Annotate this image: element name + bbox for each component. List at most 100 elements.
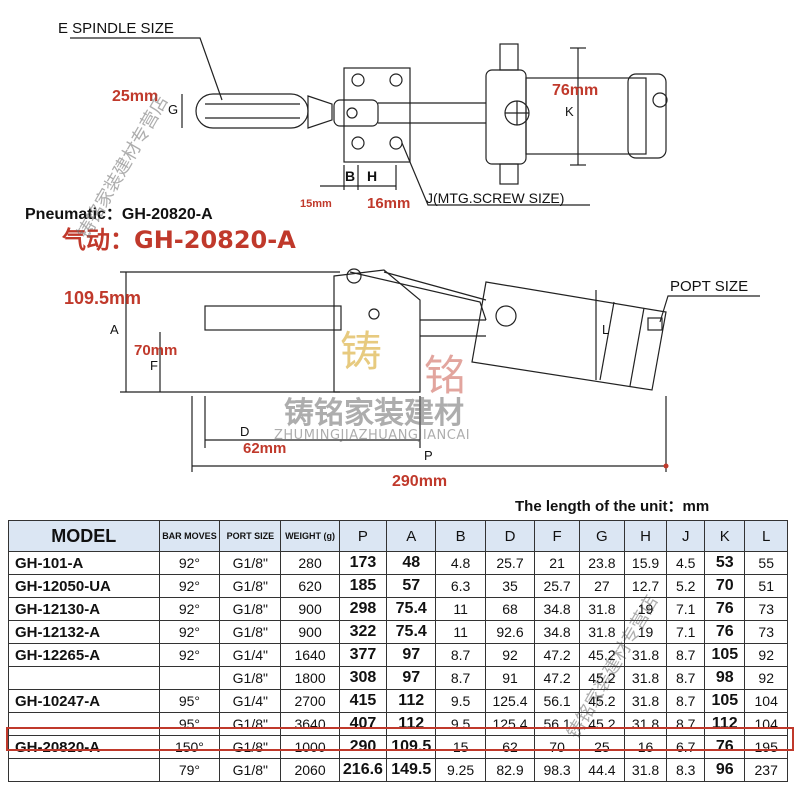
table-cell: 2700 [280, 689, 340, 713]
table-cell: 216.6 [338, 758, 388, 782]
table-cell: 308 [338, 666, 388, 690]
table-cell: 97 [386, 666, 437, 690]
table-cell: 125.4 [484, 689, 536, 713]
table-cell: 31.8 [623, 666, 668, 690]
table-cell: 31.8 [578, 620, 625, 644]
table-cell: 8.7 [435, 643, 486, 667]
highlight-row-frame [6, 727, 794, 751]
chinese-title: 气动：GH-20820-A [62, 226, 296, 254]
table-cell: 298 [338, 597, 388, 621]
dim-h-value: 16mm [367, 195, 411, 212]
table-cell: G1/4" [219, 689, 282, 713]
top-cylinder-body [525, 77, 647, 155]
table-cell: 31.8 [578, 597, 625, 621]
unit-note: The length of the unit：mm [515, 498, 710, 515]
table-cell: 5.2 [666, 574, 706, 598]
dim-k-value: 76mm [552, 82, 599, 99]
table-cell: 75.4 [386, 620, 437, 644]
table-cell: 105 [704, 689, 746, 713]
table-cell: 92° [158, 620, 221, 644]
table-cell: 68 [484, 597, 536, 621]
table-cell: 23.8 [578, 551, 625, 575]
pneumatic-title: Pneumatic：GH-20820-A [25, 206, 213, 223]
table-cell: 70 [704, 574, 746, 598]
f-label: F [150, 358, 158, 373]
table-cell: 8.3 [666, 758, 706, 782]
table-cell: 8.7 [666, 643, 706, 667]
dim-a-value: 109.5mm [64, 288, 142, 308]
watermark-brand: 铸铭家装建材 [284, 396, 464, 431]
table-cell: 15 [435, 735, 486, 759]
table-cell: G1/8" [219, 620, 282, 644]
table-cell: 4.5 [666, 551, 706, 575]
table-cell: 2060 [280, 758, 340, 782]
table-cell: 21 [534, 551, 580, 575]
p-label: P [424, 448, 433, 463]
table-cell: 15.9 [623, 551, 668, 575]
table-cell: 82.9 [484, 758, 536, 782]
table-cell: 11 [435, 620, 486, 644]
model-cell: GH-12132-A [8, 620, 160, 644]
table-cell: 149.5 [386, 758, 437, 782]
watermark-pinyin: ZHUMINGJIAZHUANGJIANCAI [274, 428, 471, 443]
table-cell: 91 [484, 666, 536, 690]
model-cell [8, 758, 160, 782]
dim-d-value: 62mm [243, 440, 287, 457]
table-cell: 11 [435, 597, 486, 621]
k-label: K [565, 104, 574, 119]
table-cell: G1/8" [219, 551, 282, 575]
table-cell: 92° [158, 574, 221, 598]
table-cell: 73 [744, 620, 788, 644]
table-cell: 9.5 [435, 712, 486, 736]
clamp-technical-drawing [70, 37, 760, 472]
table-cell: 415 [338, 689, 388, 713]
table-cell: 92° [158, 597, 221, 621]
table-cell: G1/4" [219, 643, 282, 667]
dim-b-value: 15mm [300, 198, 332, 210]
table-cell: 92 [744, 666, 788, 690]
h-label: H [367, 168, 378, 184]
table-cell: G1/8" [219, 574, 282, 598]
table-cell [158, 666, 221, 690]
table-cell: 377 [338, 643, 388, 667]
top-base-plate [343, 67, 411, 163]
side-base [333, 269, 421, 393]
table-cell: 92 [744, 643, 788, 667]
header-bar-moves: BAR MOVES [158, 520, 221, 552]
table-cell: 25.7 [484, 551, 536, 575]
watermark-char-2: 铭 [424, 351, 467, 400]
table-cell: 34.8 [534, 620, 580, 644]
table-cell: 44.4 [578, 758, 625, 782]
header-f: F [534, 520, 580, 552]
table-cell: 105 [704, 643, 746, 667]
g-label: G [168, 102, 179, 117]
watermark-char-1: 铸 [340, 327, 383, 376]
spindle-size-label: E SPINDLE SIZE [58, 20, 174, 37]
table-cell: 51 [744, 574, 788, 598]
table-cell: 150° [158, 735, 221, 759]
table-cell: 173 [338, 551, 388, 575]
side-handle [204, 305, 342, 331]
header-h: H [623, 520, 668, 552]
table-cell: 900 [280, 620, 340, 644]
table-cell: 185 [338, 574, 388, 598]
table-cell: 62 [484, 735, 536, 759]
table-cell: 104 [744, 689, 788, 713]
model-cell: GH-10247-A [8, 689, 160, 713]
table-cell: 6.3 [435, 574, 486, 598]
table-cell: 35 [484, 574, 536, 598]
table-cell: G1/8" [219, 735, 282, 759]
table-cell: 55 [744, 551, 788, 575]
table-cell: 98.3 [534, 758, 580, 782]
table-cell: 73 [744, 597, 788, 621]
table-cell: 620 [280, 574, 340, 598]
table-cell: 19 [623, 597, 668, 621]
header-k: K [704, 520, 746, 552]
table-cell: 7.1 [666, 597, 706, 621]
side-cylinder [471, 281, 667, 391]
